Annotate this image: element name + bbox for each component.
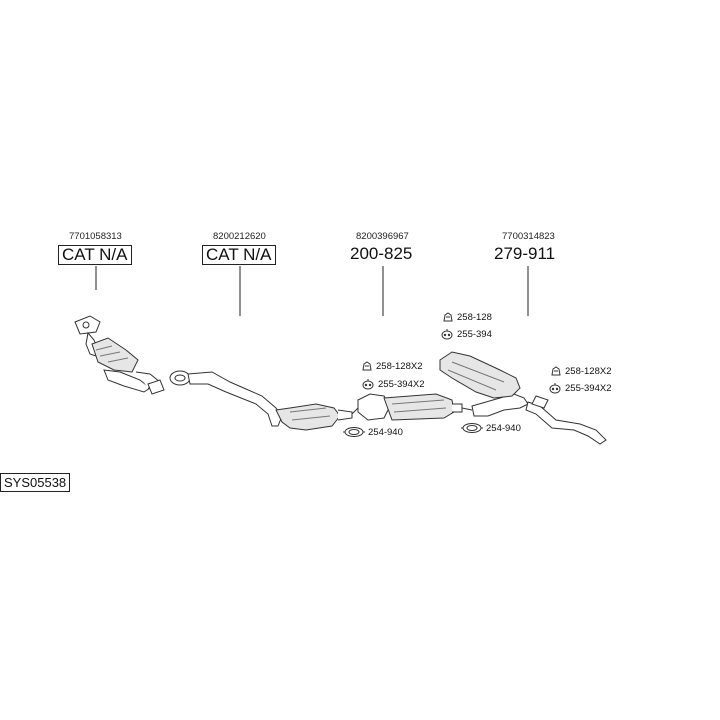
accessory-tail-rubber-label: 255-394X2 [565, 382, 612, 394]
part-code-rear-silencer[interactable]: 279-911 [494, 244, 556, 263]
pipe-clamp-icon [343, 427, 365, 437]
part-code-cat1[interactable]: CAT N/A [58, 245, 132, 265]
accessory-mid-mount-label: 258-128X2 [376, 360, 423, 372]
rubber-mount-icon [551, 366, 561, 376]
accessory-rear-rubber[interactable]: 255-394 [440, 328, 492, 340]
oem-number-middle-silencer: 8200396967 [356, 231, 409, 242]
accessory-rear-mount[interactable]: 258-128 [442, 311, 492, 323]
accessory-rear-rubber-label: 255-394 [457, 328, 492, 340]
hanger-rubber-icon [362, 379, 374, 390]
accessory-rear-mount-label: 258-128 [457, 311, 492, 323]
accessory-mid-mount[interactable]: 258-128X2 [361, 360, 422, 372]
hanger-rubber-icon [441, 329, 453, 340]
oem-number-rear-silencer: 7700314823 [502, 231, 555, 242]
pipe-clamp-icon [461, 423, 483, 433]
accessory-tail-mount-label: 258-128X2 [565, 365, 612, 377]
middle-silencer-part[interactable] [357, 393, 463, 421]
oem-number-front-pipe: 8200212620 [213, 231, 266, 242]
accessory-mid-clamp-label: 254-940 [368, 426, 403, 438]
oem-number-cat1: 7701058313 [69, 231, 122, 242]
system-code: SYS05538 [0, 473, 71, 492]
accessory-mid-clamp[interactable]: 254-940 [343, 426, 403, 438]
part-code-middle-silencer[interactable]: 200-825 [350, 244, 413, 263]
part-code-front-pipe[interactable]: CAT N/A [202, 245, 276, 265]
catalytic-converter-part[interactable] [74, 315, 165, 395]
accessory-tail-mount[interactable]: 258-128X2 [550, 365, 611, 377]
leader-lines [95, 266, 529, 316]
accessory-tail-rubber[interactable]: 255-394X2 [548, 382, 611, 394]
rubber-mount-icon [362, 361, 372, 371]
accessory-mid-rubber-label: 255-394X2 [378, 378, 425, 390]
accessory-rear-clamp-label: 254-940 [486, 422, 521, 434]
hanger-rubber-icon [549, 383, 561, 394]
accessory-mid-rubber[interactable]: 255-394X2 [361, 378, 424, 390]
front-pipe-part[interactable] [169, 370, 353, 431]
pipe-connections [351, 407, 473, 415]
accessory-rear-clamp[interactable]: 254-940 [461, 422, 521, 434]
rear-silencer-part[interactable] [439, 351, 607, 445]
rubber-mount-icon [443, 312, 453, 322]
